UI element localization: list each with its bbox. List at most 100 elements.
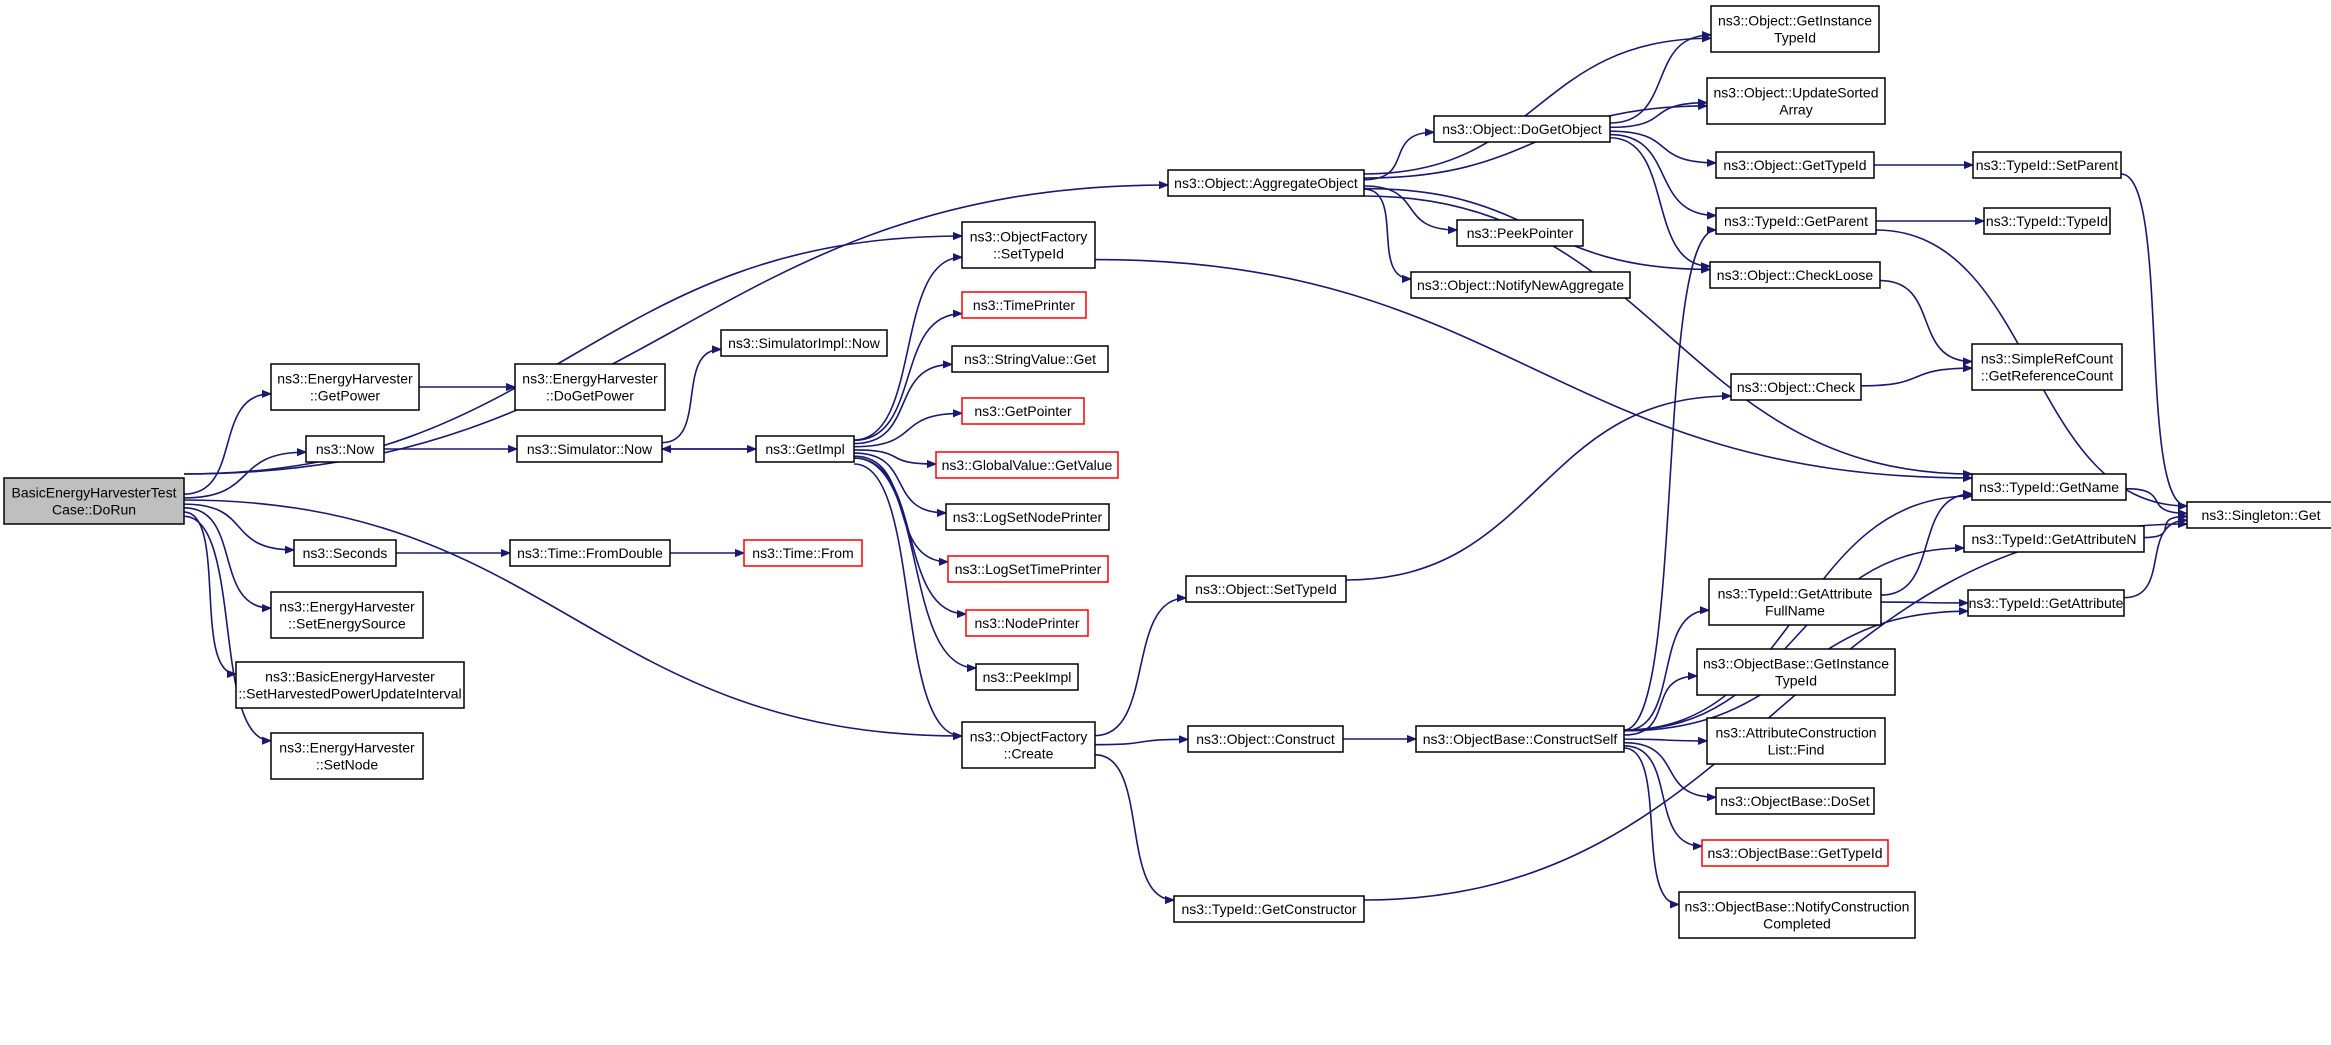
node-box [1710, 5, 1880, 53]
node-doset[interactable]: ns3::ObjectBase::DoSet [1715, 787, 1875, 815]
node-setnode[interactable]: ns3::EnergyHarvester::SetNode [270, 732, 424, 780]
node-box [516, 435, 663, 463]
node-notifynew[interactable]: ns3::Object::NotifyNewAggregate [1410, 271, 1631, 299]
node-aggregate[interactable]: ns3::Object::AggregateObject [1167, 169, 1365, 197]
node-ofsettypeid[interactable]: ns3::ObjectFactory::SetTypeId [961, 221, 1096, 269]
node-box [3, 477, 185, 525]
edge-constructself-to-tidgetparent [1623, 230, 1717, 731]
edge-constructself-to-doset [1623, 741, 1716, 798]
node-label: ns3::Simulator::Now [527, 441, 653, 457]
edge-aggregate-to-getname [1363, 195, 1972, 474]
node-seconds[interactable]: ns3::Seconds [293, 539, 397, 567]
node-tidtypeid[interactable]: ns3::TypeId::TypeId [1983, 207, 2111, 235]
edge-layer [183, 35, 2188, 904]
node-setinterval[interactable]: ns3::BasicEnergyHarvester::SetHarvestedP… [235, 661, 465, 709]
node-box [1708, 578, 1882, 626]
edge-aggregate-to-getinstancetypeid [1363, 38, 1711, 175]
node-getrefcount[interactable]: ns3::SimpleRefCount::GetReferenceCount [1971, 343, 2123, 391]
node-box [270, 732, 424, 780]
node-box [1456, 219, 1584, 247]
node-stringget[interactable]: ns3::StringValue::Get [951, 345, 1109, 373]
node-label: ns3::SimpleRefCount [1981, 351, 2113, 367]
node-box [975, 663, 1079, 691]
edge-getattrfullname-to-getattribute [1880, 602, 1968, 603]
node-label: ns3::Object::GetInstance [1718, 13, 1872, 29]
edge-getattrfullname-to-getname [1880, 494, 1972, 596]
node-getname[interactable]: ns3::TypeId::GetName [1971, 473, 2127, 501]
node-peekimpl[interactable]: ns3::PeekImpl [975, 663, 1079, 691]
node-objconstruct[interactable]: ns3::Object::Construct [1187, 725, 1344, 753]
node-box [1963, 525, 2145, 553]
node-simimplnow[interactable]: ns3::SimulatorImpl::Now [720, 329, 888, 357]
node-obgettypeid[interactable]: ns3::ObjectBase::GetTypeId [1701, 839, 1889, 867]
node-label: ns3::TypeId::GetAttribute [1969, 595, 2124, 611]
node-now[interactable]: ns3::Now [305, 435, 385, 463]
node-tidsetparent[interactable]: ns3::TypeId::SetParent [1972, 151, 2122, 179]
node-box [1701, 839, 1889, 867]
node-tidgetparent[interactable]: ns3::TypeId::GetParent [1715, 207, 1877, 235]
node-ofcreate[interactable]: ns3::ObjectFactory::Create [961, 721, 1096, 769]
node-box [1696, 648, 1896, 696]
edge-constructself-to-obgettypeid [1623, 745, 1702, 846]
node-objcheck[interactable]: ns3::Object::Check [1730, 373, 1862, 401]
node-constructself[interactable]: ns3::ObjectBase::ConstructSelf [1415, 725, 1625, 753]
node-box [1187, 725, 1344, 753]
node-box [1715, 151, 1875, 179]
node-label: ns3::TypeId::SetParent [1976, 157, 2119, 173]
node-notifyconstruction[interactable]: ns3::ObjectBase::NotifyConstructionCompl… [1678, 891, 1916, 939]
edge-constructself-to-getattrfullname [1623, 610, 1709, 732]
node-nodeprinter[interactable]: ns3::NodePrinter [965, 609, 1089, 637]
node-label: ns3::StringValue::Get [964, 351, 1096, 367]
node-label: ::SetEnergySource [288, 616, 406, 632]
node-logsettime[interactable]: ns3::LogSetTimePrinter [947, 555, 1109, 583]
node-dogetpower[interactable]: ns3::EnergyHarvester::DoGetPower [514, 363, 666, 411]
node-box [1706, 717, 1886, 765]
node-timeprinter[interactable]: ns3::TimePrinter [961, 291, 1087, 319]
node-label: ns3::Object::GetTypeId [1723, 157, 1866, 173]
edge-getimpl-to-timeprinter [853, 314, 962, 442]
node-logsetnode[interactable]: ns3::LogSetNodePrinter [945, 503, 1110, 531]
node-timefrom[interactable]: ns3::Time::From [743, 539, 863, 567]
node-box [1410, 271, 1631, 299]
node-box [2186, 501, 2331, 529]
node-getpower[interactable]: ns3::EnergyHarvester::GetPower [270, 363, 420, 411]
node-gvgetvalue[interactable]: ns3::GlobalValue::GetValue [935, 451, 1119, 479]
node-label: ::SetTypeId [993, 246, 1064, 262]
node-getpointer[interactable]: ns3::GetPointer [961, 397, 1085, 425]
node-getimpl[interactable]: ns3::GetImpl [755, 435, 855, 463]
node-label: ns3::BasicEnergyHarvester [265, 669, 435, 685]
node-label: ns3::TypeId::GetName [1979, 479, 2119, 495]
node-label: ns3::TypeId::GetAttribute [1718, 586, 1873, 602]
edge-simnow-to-simimplnow [661, 349, 721, 444]
node-getattributen[interactable]: ns3::TypeId::GetAttributeN [1963, 525, 2145, 553]
node-objsettypeid[interactable]: ns3::Object::SetTypeId [1185, 575, 1347, 603]
node-label: ::GetReferenceCount [1981, 368, 2113, 384]
node-dogetobject[interactable]: ns3::Object::DoGetObject [1433, 115, 1611, 143]
node-fromdouble[interactable]: ns3::Time::FromDouble [509, 539, 671, 567]
edge-root-to-setinterval [183, 511, 237, 674]
node-setenergysource[interactable]: ns3::EnergyHarvester::SetEnergySource [270, 591, 424, 639]
edge-constructself-to-obgetinstance [1623, 676, 1697, 736]
node-peekpointer[interactable]: ns3::PeekPointer [1456, 219, 1584, 247]
edge-getimpl-to-peekimpl [853, 457, 976, 668]
node-checkloose[interactable]: ns3::Object::CheckLoose [1709, 261, 1881, 289]
edge-getattributen-to-singletonget [2143, 516, 2187, 539]
node-objgettypeid[interactable]: ns3::Object::GetTypeId [1715, 151, 1875, 179]
edge-dogetobject-to-checkloose [1609, 136, 1710, 266]
node-label: ns3::Object::NotifyNewAggregate [1417, 277, 1624, 293]
node-label: ns3::EnergyHarvester [277, 371, 413, 387]
node-box [270, 363, 420, 411]
node-simnow[interactable]: ns3::Simulator::Now [516, 435, 663, 463]
node-box [945, 503, 1110, 531]
node-box [1415, 725, 1625, 753]
node-getattribute[interactable]: ns3::TypeId::GetAttribute [1967, 589, 2125, 617]
node-label: ns3::GetImpl [765, 441, 844, 457]
node-singletonget[interactable]: ns3::Singleton::Get [2186, 501, 2331, 529]
node-getconstructor[interactable]: ns3::TypeId::GetConstructor [1173, 895, 1365, 923]
